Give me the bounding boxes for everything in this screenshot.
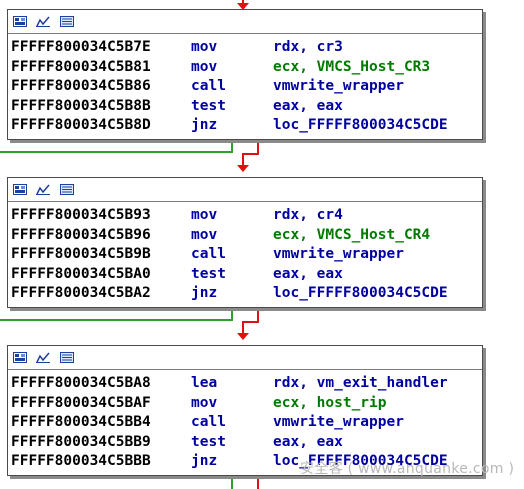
address: FFFFF800034C5B9B <box>11 246 151 263</box>
block-code: FFFFF800034C5B7E mov rdx, cr3 FFFFF800034C… <box>8 34 482 139</box>
operands: ecx, VMCS_Host_CR3 <box>273 58 431 75</box>
address: FFFFF800034C5BA8 <box>11 375 151 391</box>
operands: vmwrite_wrapper <box>273 246 404 263</box>
operands: eax, eax <box>273 433 343 450</box>
block-header <box>8 346 482 370</box>
code-line[interactable]: FFFFF800034C5B86 call vmwrite_wrapper <box>11 77 482 97</box>
operands: rdx, vm_exit_handler <box>273 375 448 391</box>
listing-icon[interactable] <box>60 352 74 363</box>
edge-false-1-2 <box>242 139 259 166</box>
operands: rdx, cr3 <box>273 39 343 55</box>
watermark: 安全客 ( www.anquanke.com ) <box>300 461 515 477</box>
code-line[interactable]: FFFFF800034C5BB4 call vmwrite_wrapper <box>11 413 482 433</box>
listing-icon[interactable] <box>60 184 74 195</box>
address: FFFFF800034C5BBB <box>11 453 151 470</box>
mnemonic: jnz <box>191 453 218 470</box>
edge-false-2-3 <box>242 307 259 334</box>
edge-arrowhead-1 <box>237 3 249 10</box>
mnemonic: jnz <box>191 285 218 302</box>
mnemonic: lea <box>191 375 218 391</box>
code-line[interactable]: FFFFF800034C5BB9 test eax, eax <box>11 433 482 453</box>
code-line[interactable]: FFFFF800034C5B81 mov ecx, VMCS_Host_CR3 <box>11 58 482 78</box>
code-line[interactable]: FFFFF800034C5BBB jnz loc_FFFFF800034C5CDE <box>11 452 482 472</box>
code-line[interactable]: FFFFF800034C5BA8 lea rdx, vm_exit_handler <box>11 374 482 394</box>
basic-block-2[interactable]: FFFFF800034C5B93 mov rdx, cr4 FFFFF800034C… <box>7 177 483 308</box>
operands: loc_FFFFF800034C5CDE <box>273 117 448 134</box>
block-code: FFFFF800034C5B93 mov rdx, cr4 FFFFF800034C… <box>8 202 482 307</box>
basic-block-1[interactable]: FFFFF800034C5B7E mov rdx, cr3 FFFFF800034C… <box>7 9 483 140</box>
mnemonic: test <box>191 433 226 450</box>
address: FFFFF800034C5B96 <box>11 226 151 243</box>
operands: eax, eax <box>273 265 343 282</box>
code-line[interactable]: FFFFF800034C5B8B test eax, eax <box>11 97 482 117</box>
mnemonic: mov <box>191 394 218 411</box>
code-line[interactable]: FFFFF800034C5B9B call vmwrite_wrapper <box>11 245 482 265</box>
graph-icon[interactable] <box>36 16 50 27</box>
block-header <box>8 178 482 202</box>
mnemonic: call <box>191 414 226 431</box>
code-line[interactable]: FFFFF800034C5B8D jnz loc_FFFFF800034C5CDE <box>11 116 482 136</box>
code-line[interactable]: FFFFF800034C5B93 mov rdx, cr4 <box>11 206 482 226</box>
edge-true-2 <box>0 307 233 321</box>
operands: ecx, VMCS_Host_CR4 <box>273 226 431 243</box>
operands: ecx, host_rip <box>273 394 387 411</box>
address: FFFFF800034C5B86 <box>11 78 151 95</box>
graph-icon[interactable] <box>36 184 50 195</box>
address: FFFFF800034C5BAF <box>11 394 151 411</box>
operands: vmwrite_wrapper <box>273 414 404 431</box>
code-line[interactable]: FFFFF800034C5BA2 jnz loc_FFFFF800034C5CDE <box>11 284 482 304</box>
mnemonic: mov <box>191 39 218 55</box>
edge-arrowhead-3 <box>237 333 249 340</box>
mnemonic: mov <box>191 207 218 223</box>
address: FFFFF800034C5BA0 <box>11 265 151 282</box>
address: FFFFF800034C5BB4 <box>11 414 151 431</box>
operands: loc_FFFFF800034C5CDE <box>273 285 448 302</box>
address: FFFFF800034C5BA2 <box>11 285 151 302</box>
color-palette-icon[interactable] <box>13 16 27 27</box>
code-line[interactable]: FFFFF800034C5B96 mov ecx, VMCS_Host_CR4 <box>11 226 482 246</box>
mnemonic: mov <box>191 58 218 75</box>
address: FFFFF800034C5B93 <box>11 207 151 223</box>
address: FFFFF800034C5B8B <box>11 97 151 114</box>
mnemonic: call <box>191 78 226 95</box>
code-line[interactable]: FFFFF800034C5B7E mov rdx, cr3 <box>11 38 482 58</box>
edge-true-1 <box>0 139 233 153</box>
edge-arrowhead-2 <box>237 165 249 172</box>
operands: rdx, cr4 <box>273 207 343 223</box>
mnemonic: call <box>191 246 226 263</box>
listing-icon[interactable] <box>60 16 74 27</box>
operands: eax, eax <box>273 97 343 114</box>
address: FFFFF800034C5BB9 <box>11 433 151 450</box>
mnemonic: test <box>191 97 226 114</box>
block-header <box>8 10 482 34</box>
address: FFFFF800034C5B81 <box>11 58 151 75</box>
mnemonic: jnz <box>191 117 218 134</box>
operands: vmwrite_wrapper <box>273 78 404 95</box>
color-palette-icon[interactable] <box>13 184 27 195</box>
graph-icon[interactable] <box>36 352 50 363</box>
mnemonic: mov <box>191 226 218 243</box>
code-line[interactable]: FFFFF800034C5BA0 test eax, eax <box>11 265 482 285</box>
mnemonic: test <box>191 265 226 282</box>
address: FFFFF800034C5B8D <box>11 117 151 134</box>
address: FFFFF800034C5B7E <box>11 39 151 55</box>
code-line[interactable]: FFFFF800034C5BAF mov ecx, host_rip <box>11 394 482 414</box>
operands: loc_FFFFF800034C5CDE <box>273 453 448 470</box>
color-palette-icon[interactable] <box>13 352 27 363</box>
